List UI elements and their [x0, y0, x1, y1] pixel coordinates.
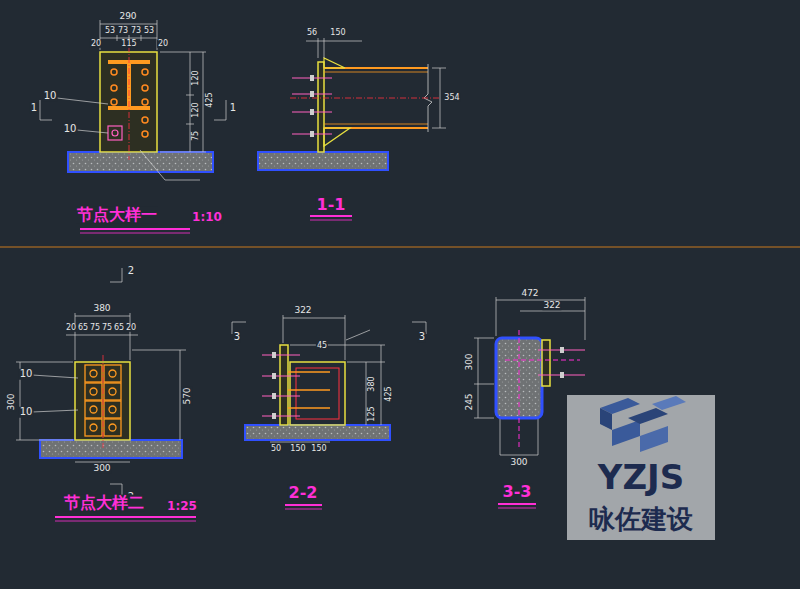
dimension: 20 [90, 40, 102, 48]
watermark: 咏佐建设 [588, 506, 694, 533]
callout-number: 10 [19, 407, 34, 418]
dimension: 380 [368, 375, 376, 392]
dimension: 75 [101, 324, 113, 332]
callout-number: 10 [63, 124, 78, 135]
dimension: 65 [77, 324, 89, 332]
dimension: 425 [206, 91, 214, 108]
callout-number: 10 [19, 369, 34, 380]
dimension: 245 [465, 392, 474, 411]
dimension: 56 [306, 29, 318, 37]
scale: 1:10 [191, 211, 223, 224]
dimension: 150 [329, 29, 346, 37]
watermark: YZJS [597, 460, 685, 496]
dimension: 150 [310, 445, 327, 453]
dimension: 115 [120, 40, 137, 48]
section-mark: 1 [30, 103, 38, 114]
dimension: 300 [509, 458, 528, 467]
dimension: 53 [104, 27, 116, 35]
dimension: 20 [125, 324, 137, 332]
detail-two [16, 268, 585, 521]
dimension: 322 [542, 301, 561, 310]
section-mark: 3 [418, 332, 426, 343]
dimension: 290 [118, 12, 137, 21]
dimension: 125 [368, 405, 376, 422]
scale: 1:25 [166, 500, 198, 513]
dimension: 472 [520, 289, 539, 298]
section-mark: 2 [127, 266, 135, 277]
dimension: 73 [130, 27, 142, 35]
dimension: 120 [192, 101, 200, 118]
dimension: 300 [465, 352, 474, 371]
dimension: 75 [192, 130, 200, 142]
section-mark: 3 [233, 332, 241, 343]
dimension: 425 [385, 385, 393, 402]
section-mark: 1 [229, 103, 237, 114]
watermark-logo [567, 395, 715, 540]
dimension: 570 [183, 386, 192, 405]
dimension: 53 [143, 27, 155, 35]
dimension: 50 [270, 445, 282, 453]
detail-title: 节点大样一 [76, 207, 158, 224]
dimension: 75 [89, 324, 101, 332]
section-title: 2-2 [288, 485, 319, 502]
dimension: 150 [289, 445, 306, 453]
dimension: 322 [293, 306, 312, 315]
dimension: 380 [92, 304, 111, 313]
dimension: 120 [192, 69, 200, 86]
dimension: 300 [92, 464, 111, 473]
dimension: 45 [316, 342, 328, 350]
callout-number: 10 [43, 91, 58, 102]
section-title: 1-1 [316, 197, 347, 214]
section-title: 3-3 [502, 484, 533, 501]
dimension: 73 [117, 27, 129, 35]
dimension: 300 [7, 392, 16, 411]
dimension: 354 [443, 94, 460, 102]
dimension: 20 [65, 324, 77, 332]
detail-title: 节点大样二 [63, 495, 145, 512]
detail-one [40, 20, 446, 233]
dimension: 65 [113, 324, 125, 332]
dimension: 20 [157, 40, 169, 48]
